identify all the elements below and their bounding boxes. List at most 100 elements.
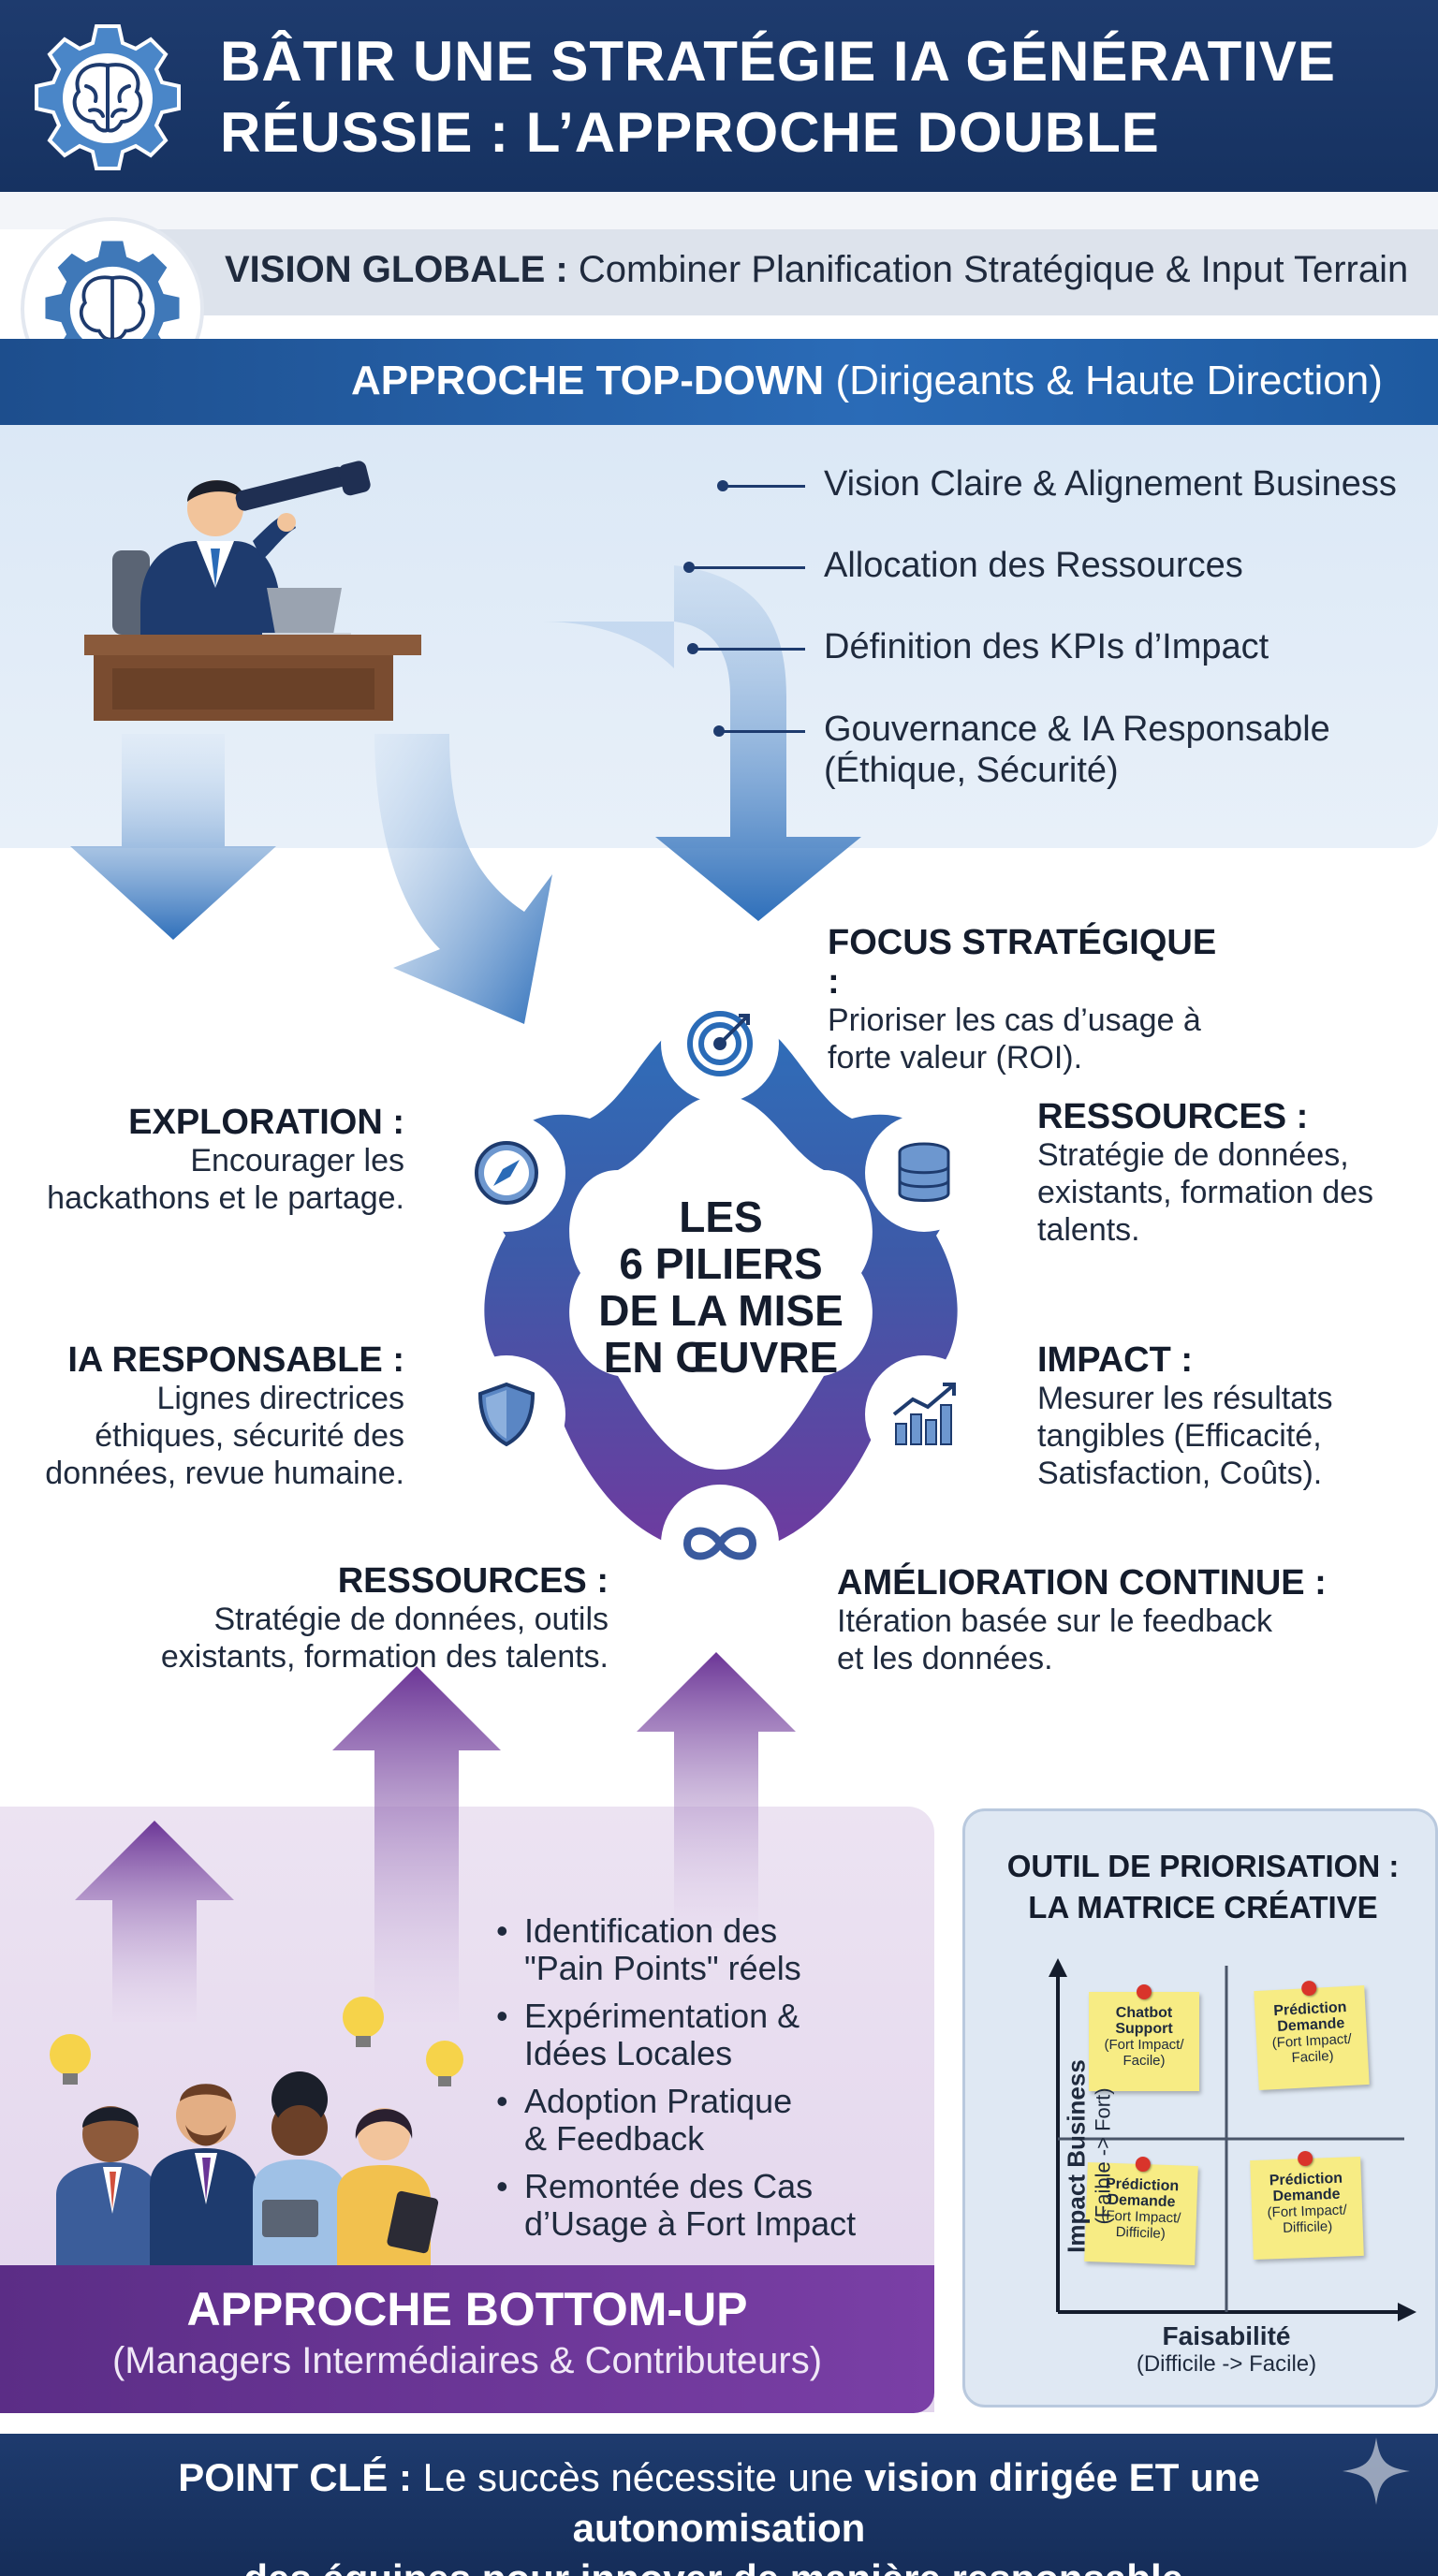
- x-axis-sub: (Difficile -> Facile): [1136, 2351, 1317, 2377]
- connector-dot: [687, 643, 698, 654]
- pillar-ressources-right: RESSOURCES : Stratégie de données, exist…: [1037, 1097, 1431, 1249]
- center-line: LES: [679, 1193, 763, 1241]
- priority-note: Chatbot Support (Fort Impact/ Facile): [1089, 1984, 1199, 2091]
- pillar-body: Stratégie de données,: [1037, 1137, 1349, 1173]
- arrow-right-curve: [655, 481, 861, 921]
- lightbulb-icon: [50, 2034, 91, 2085]
- pillar-heading: RESSOURCES :: [1037, 1097, 1309, 1136]
- pin-icon: [1297, 2150, 1313, 2167]
- bottom-up-item-line: d’Usage à Fort Impact: [524, 2204, 857, 2243]
- key-point-text: Le succès nécessite une: [422, 2455, 854, 2499]
- key-point-label: POINT CLÉ :: [178, 2455, 412, 2499]
- bottom-up-item-line: "Pain Points" réels: [524, 1949, 801, 1987]
- bottom-up-subtitle: (Managers Intermédiaires & Contributeurs…: [111, 2340, 823, 2381]
- top-down-item: Définition des KPIs d’Impact: [824, 627, 1269, 666]
- note-sub: (Fort Impact/: [1104, 2037, 1184, 2053]
- matrix-panel: [962, 1808, 1438, 2408]
- bottom-up-item-line: Idées Locales: [524, 2034, 733, 2072]
- pillar-body: Encourager les: [190, 1143, 404, 1178]
- note-title: Support: [1115, 2021, 1173, 2037]
- pillar-heading: RESSOURCES :: [337, 1561, 609, 1601]
- note-sub: Facile): [1123, 2053, 1166, 2069]
- pillar-ressources-left: RESSOURCES : Stratégie de données, outil…: [75, 1561, 609, 1676]
- top-down-heading: APPROCHE TOP-DOWN (Dirigeants & Haute Di…: [351, 358, 1383, 404]
- header-banner: [0, 0, 1438, 192]
- key-point-bold: des équipes pour innover de manière resp…: [243, 2556, 1194, 2576]
- center-line: 6 PILIERS: [619, 1239, 823, 1288]
- shield-icon: [477, 1382, 536, 1447]
- pillar-node-ia-responsable: [448, 1355, 565, 1473]
- arrow-center-curve: [374, 734, 552, 1024]
- top-down-item-line: Gouvernance & IA Responsable: [824, 710, 1330, 749]
- top-down-item: Gouvernance & IA Responsable (Éthique, S…: [824, 709, 1330, 791]
- connector-line: [691, 648, 805, 651]
- lightbulb-icon: [426, 2041, 463, 2086]
- pillar-node-amelioration: [661, 1485, 779, 1603]
- pillar-node-focus: [661, 985, 779, 1103]
- bottom-up-item-line: Adoption Pratique: [524, 2082, 793, 2120]
- compass-icon: [475, 1141, 538, 1205]
- pin-icon: [1137, 1984, 1152, 1999]
- pillars-center-title: LES 6 PILIERS DE LA MISE EN ŒUVRE: [571, 1193, 871, 1381]
- pillar-body: Prioriser les cas d’usage à: [828, 1003, 1201, 1038]
- connector-dot: [717, 480, 728, 491]
- pillar-body: tangibles (Efficacité,: [1037, 1418, 1322, 1454]
- pillar-body: Satisfaction, Coûts).: [1037, 1456, 1323, 1491]
- pillar-focus: FOCUS STRATÉGIQUE : Prioriser les cas d’…: [828, 923, 1221, 1076]
- connector-line: [717, 730, 805, 733]
- priority-note: Prédiction Demande (Fort Impact/ Facile): [1254, 1980, 1370, 2091]
- pillar-heading: IA RESPONSABLE :: [67, 1340, 404, 1380]
- pillar-body: hackathons et le partage.: [47, 1180, 404, 1216]
- connector-line: [687, 566, 805, 569]
- connector-line: [721, 485, 805, 488]
- arrow-up-2: [332, 1666, 501, 2022]
- page-title-line2: RÉUSSIE : L’APPROCHE DOUBLE: [220, 101, 1160, 164]
- vision-bar: [94, 229, 1438, 315]
- matrix-title-line: OUTIL DE PRIORISATION :: [1006, 1849, 1400, 1883]
- pillar-body: Stratégie de données, outils: [213, 1602, 609, 1637]
- sparkle-icon: [1343, 2437, 1410, 2505]
- top-down-subtitle: (Dirigeants & Haute Direction): [835, 358, 1383, 403]
- vision-label: VISION GLOBALE :: [225, 249, 568, 290]
- bottom-up-title: APPROCHE BOTTOM-UP: [186, 2283, 748, 2335]
- page-title: BÂTIR UNE STRATÉGIE IA GÉNÉRATIVE RÉUSSI…: [220, 26, 1428, 168]
- arrow-up-1: [75, 1821, 234, 2022]
- pillar-heading: FOCUS STRATÉGIQUE :: [828, 923, 1217, 1002]
- vision-statement: VISION GLOBALE : Combiner Planification …: [225, 249, 1408, 291]
- y-axis-title: Impact Business: [1062, 2059, 1091, 2253]
- pillar-amelioration: AMÉLIORATION CONTINUE : Itération basée …: [837, 1563, 1361, 1677]
- bottom-up-item: Expérimentation & Idées Locales: [496, 1998, 927, 2072]
- pillar-heading: IMPACT :: [1037, 1340, 1194, 1380]
- bottom-up-item: Identification des "Pain Points" réels: [496, 1912, 927, 1987]
- pillar-body: Mesurer les résultats: [1037, 1381, 1333, 1416]
- target-icon: [687, 1011, 753, 1076]
- bottom-up-item-line: & Feedback: [524, 2119, 705, 2158]
- key-point-bold: vision dirigée ET une autonomisation: [572, 2455, 1260, 2550]
- footer-banner: [0, 2434, 1438, 2576]
- pillar-body: Lignes directrices: [156, 1381, 404, 1416]
- arrow-left-down: [70, 734, 276, 940]
- center-line: EN ŒUVRE: [603, 1333, 839, 1382]
- database-icon: [898, 1142, 950, 1202]
- matrix-y-axis-label: Impact Business (Faible -> Fort): [1063, 2016, 1116, 2297]
- pillar-impact: IMPACT : Mesurer les résultats tangibles…: [1037, 1340, 1431, 1492]
- top-down-item-line: (Éthique, Sécurité): [824, 751, 1119, 790]
- pillar-body: existants, formation des: [1037, 1175, 1374, 1210]
- pillar-body: existants, formation des talents.: [160, 1639, 609, 1675]
- note-title: Chatbot: [1115, 2005, 1173, 2021]
- x-axis-title: Faisabilité: [1162, 2321, 1291, 2350]
- pillar-node-exploration: [448, 1114, 565, 1232]
- executive-with-telescope-illustration: [84, 461, 421, 721]
- top-down-item: Allocation des Ressources: [824, 546, 1243, 585]
- pillar-node-ressources: [865, 1114, 983, 1232]
- infinity-icon: [682, 1527, 757, 1560]
- divider-strip: [0, 192, 1438, 229]
- pillar-node-impact: [865, 1355, 983, 1473]
- matrix-title-line: LA MATRICE CRÉATIVE: [1028, 1890, 1378, 1925]
- top-down-bar: [0, 339, 1438, 425]
- top-down-flow-arrows: [70, 481, 861, 1024]
- arrow-up-3: [637, 1652, 796, 1928]
- brain-gear-icon: [35, 24, 181, 170]
- bottom-up-flow-arrows: [75, 1652, 796, 2022]
- pillar-body: et les données.: [837, 1641, 1053, 1676]
